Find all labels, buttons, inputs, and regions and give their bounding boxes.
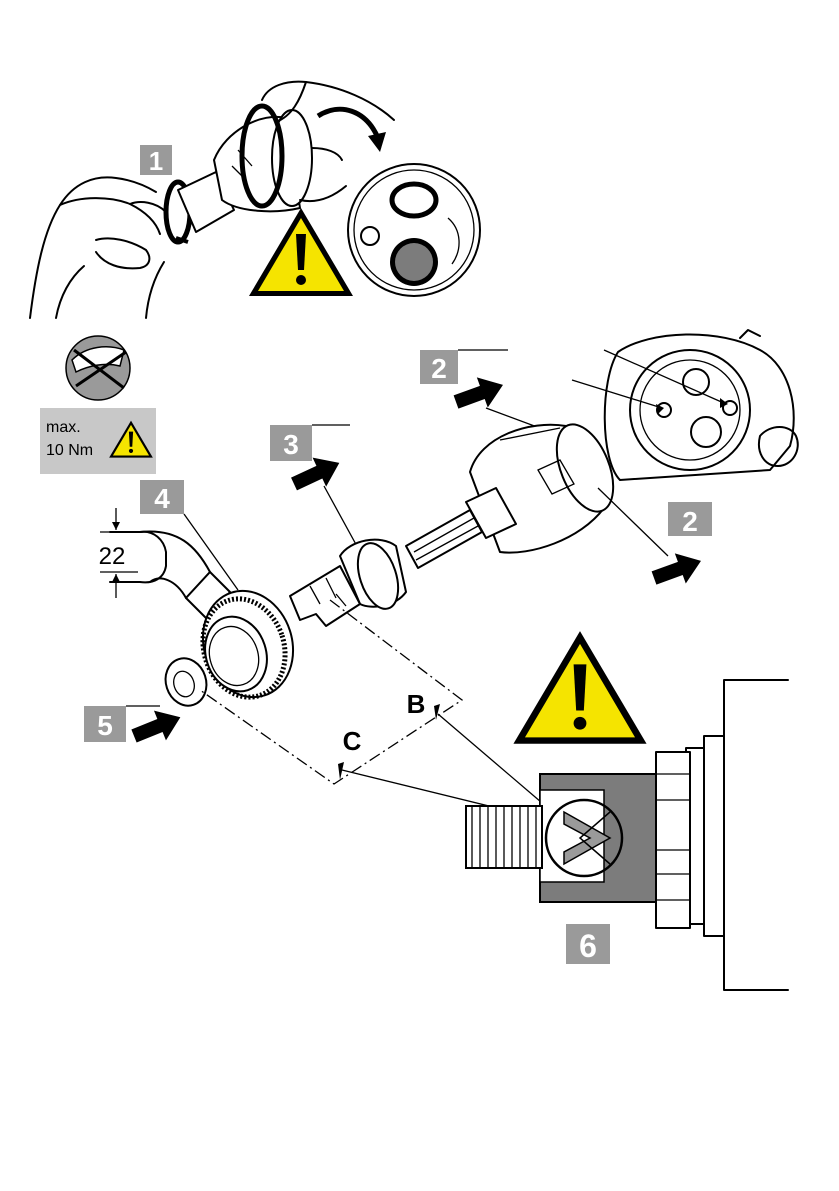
step-3-number: 3 bbox=[283, 429, 299, 460]
step-5-number: 5 bbox=[97, 710, 113, 741]
cartridge-face-circle bbox=[348, 164, 480, 296]
step-4-number: 4 bbox=[154, 483, 170, 514]
warning-triangle-icon bbox=[513, 631, 646, 744]
torque-label-max: max. bbox=[46, 419, 81, 436]
callout-c: C bbox=[343, 726, 362, 756]
arrow-right-icon bbox=[451, 370, 509, 417]
callout-b: B bbox=[407, 689, 426, 719]
no-pliers-icon bbox=[66, 336, 130, 400]
wrench-dimension: 22 bbox=[99, 508, 138, 598]
wrench-icon bbox=[110, 531, 230, 618]
adapter-sleeve bbox=[290, 538, 406, 626]
rotate-arrow-icon bbox=[368, 132, 386, 152]
step-2-number-right: 2 bbox=[682, 506, 698, 537]
wrench-size-label: 22 bbox=[99, 543, 126, 570]
torque-note-box: max. 10 Nm bbox=[40, 408, 156, 474]
step-1-number: 1 bbox=[149, 146, 163, 176]
torque-value: 10 Nm bbox=[46, 442, 93, 459]
arrow-right-icon bbox=[649, 546, 707, 593]
warning-triangle-icon bbox=[249, 208, 353, 296]
step-2-number-top: 2 bbox=[431, 353, 447, 384]
cartridge-assembly bbox=[406, 416, 668, 568]
arrow-right-icon bbox=[128, 702, 186, 750]
step-6-number: 6 bbox=[579, 928, 597, 964]
